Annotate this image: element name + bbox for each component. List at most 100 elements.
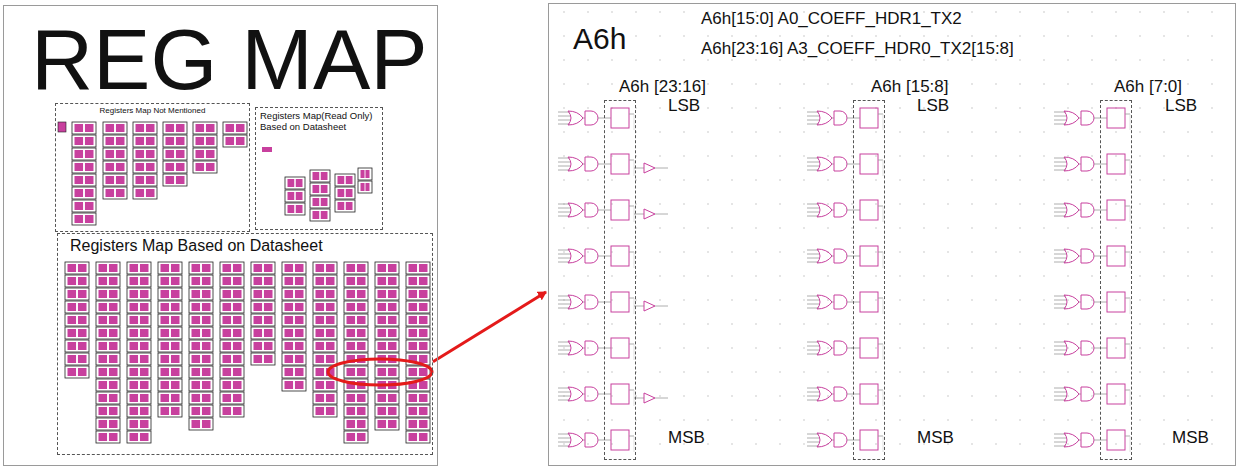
register-bit	[140, 433, 149, 441]
register-cell	[127, 262, 151, 274]
register-bit	[130, 329, 139, 337]
register-bit	[116, 150, 125, 158]
flip-flop	[1107, 384, 1125, 404]
register-bit	[223, 355, 232, 363]
register-bit	[223, 368, 232, 376]
input-wire	[1054, 162, 1066, 163]
register-cell	[72, 213, 96, 225]
wire	[878, 160, 883, 161]
register-bit	[233, 290, 242, 298]
wire	[1130, 252, 1131, 268]
input-wire	[558, 392, 570, 393]
register-cell	[313, 314, 337, 326]
register-cell	[282, 353, 306, 365]
register-bit	[106, 137, 115, 145]
register-bit	[316, 381, 325, 389]
register-cell	[313, 353, 337, 365]
input-wire	[1054, 116, 1066, 117]
register-cell	[127, 275, 151, 287]
register-bit	[130, 381, 139, 389]
heading-text: Registers Map(Read Only) Based on Datash…	[260, 111, 378, 133]
register-cell	[96, 353, 120, 365]
register-bit	[109, 316, 118, 324]
register-bit	[116, 137, 125, 145]
register-bit	[206, 163, 215, 171]
register-bit	[409, 277, 418, 285]
register-cell	[96, 340, 120, 352]
register-bit	[419, 355, 428, 363]
wire	[655, 168, 668, 169]
register-bit	[295, 355, 304, 363]
register-bit	[206, 124, 215, 132]
register-bit	[136, 163, 145, 171]
register-cell	[406, 366, 430, 378]
register-bit	[288, 179, 295, 187]
register-bit	[68, 342, 77, 350]
register-bit	[85, 137, 94, 145]
register-bit	[68, 368, 77, 376]
register-cell	[72, 174, 96, 186]
flip-flop	[860, 430, 878, 450]
input-wire	[807, 392, 819, 393]
register-cell	[223, 122, 247, 134]
register-bit	[357, 342, 366, 350]
register-cell	[375, 314, 399, 326]
register-cell	[375, 275, 399, 287]
and-gate	[834, 203, 847, 217]
register-field: A6h[23:16] A3_COEFF_HDR0_TX2[15:8]	[701, 39, 1014, 59]
flip-flop	[860, 246, 878, 266]
register-cell	[103, 135, 127, 147]
register-cell	[313, 340, 337, 352]
group-box: A6h [7:0]	[1100, 100, 1132, 460]
buffer-symbol	[644, 163, 655, 173]
register-bit	[99, 277, 108, 285]
register-cell	[406, 392, 430, 404]
register-bit	[85, 189, 94, 197]
flip-flop	[860, 200, 878, 220]
register-bit	[326, 407, 335, 415]
register-bit	[316, 342, 325, 350]
register-cell	[262, 147, 272, 152]
wire	[1130, 436, 1131, 452]
register-bit	[130, 290, 139, 298]
register-bit	[223, 329, 232, 337]
register-bit	[326, 264, 335, 272]
or-gate	[568, 203, 583, 217]
register-bit	[361, 183, 365, 191]
register-bit	[99, 342, 108, 350]
register-bit	[388, 394, 397, 402]
register-bit	[419, 394, 428, 402]
input-wire	[1054, 392, 1066, 393]
register-bit	[130, 368, 139, 376]
register-bit	[321, 211, 328, 219]
register-cell	[193, 135, 217, 147]
bit-order-label: LSB	[668, 96, 700, 116]
input-wire	[1054, 120, 1066, 121]
and-gate	[834, 341, 847, 355]
wire	[1125, 160, 1130, 161]
register-cell	[220, 301, 244, 313]
register-bit	[78, 316, 87, 324]
register-bit	[321, 172, 328, 180]
register-cell	[375, 301, 399, 313]
register-bit	[288, 205, 295, 213]
gate-schematic	[558, 108, 1130, 452]
register-bit	[419, 316, 428, 324]
register-bit	[326, 342, 335, 350]
input-wire	[558, 442, 570, 443]
register-cell	[72, 135, 96, 147]
register-bit	[223, 316, 232, 324]
register-bit	[171, 264, 180, 272]
register-bit	[357, 303, 366, 311]
register-bit	[295, 290, 304, 298]
register-bit	[116, 189, 125, 197]
register-bit	[326, 277, 335, 285]
register-bit	[75, 150, 84, 158]
wire	[634, 436, 635, 452]
flip-flop	[1107, 200, 1125, 220]
input-wire	[1054, 304, 1066, 305]
input-wire	[558, 162, 570, 163]
input-wire	[558, 258, 570, 259]
and-gate	[585, 433, 598, 447]
register-cell	[127, 288, 151, 300]
